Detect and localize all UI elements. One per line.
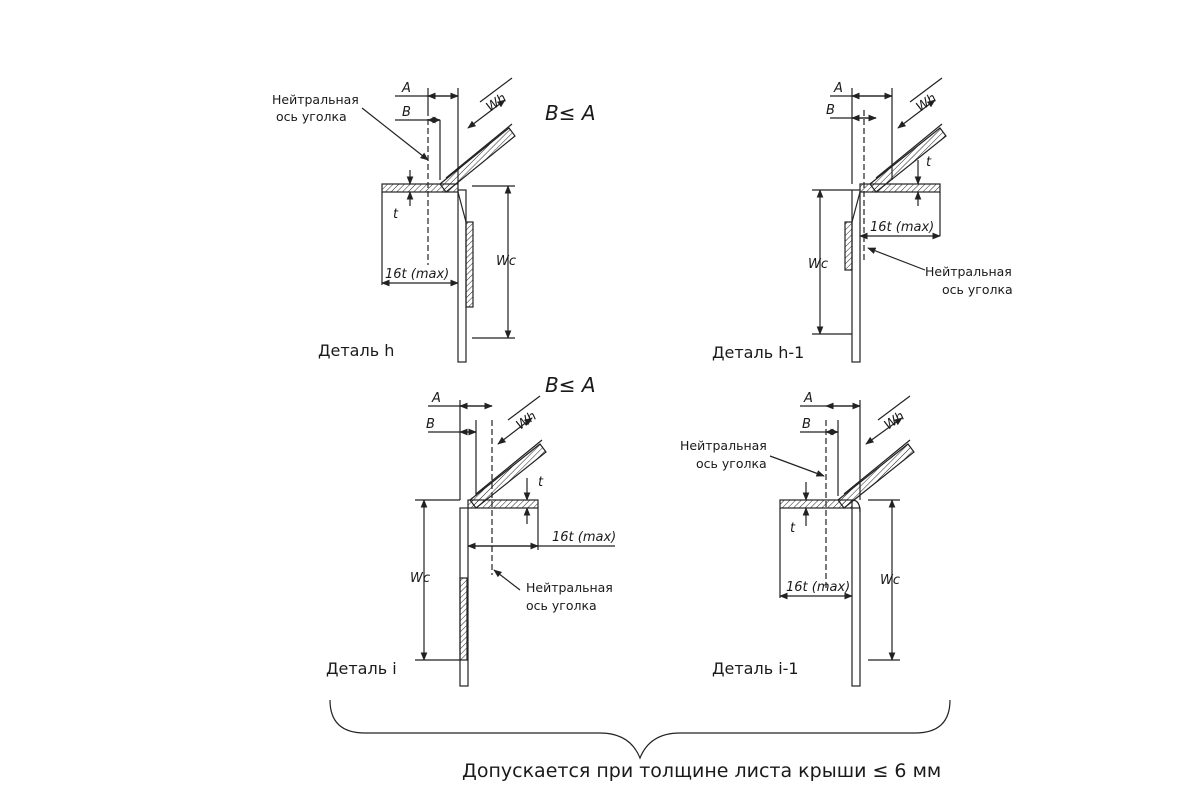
condition-label: B≤ A xyxy=(545,101,596,125)
dim-a-label: A xyxy=(803,391,813,406)
detail-h-1 xyxy=(812,77,947,363)
detail-title: Деталь h-1 xyxy=(712,343,804,362)
angle-horizontal-leg xyxy=(467,499,539,509)
dim-16t-label: 16t (max) xyxy=(870,220,934,235)
dim-wh-label: Wh xyxy=(484,91,510,115)
detail-i-1 xyxy=(769,395,915,687)
dim-wc-label: Wc xyxy=(410,571,430,586)
neutral-axis-label: ось уголка xyxy=(696,456,767,471)
detail-title: Деталь i-1 xyxy=(712,659,799,678)
angle-vertical-leg xyxy=(465,221,474,308)
roof-plate xyxy=(439,127,516,193)
shell-plate xyxy=(851,507,861,687)
dim-16t-label: 16t (max) xyxy=(786,580,850,595)
dim-wc-label: Wc xyxy=(496,254,516,269)
detail-title: Деталь i xyxy=(326,659,397,678)
dim-b-label: B xyxy=(802,417,811,432)
neutral-axis-label: Нейтральная xyxy=(680,438,767,453)
condition-label: B≤ A xyxy=(545,373,596,397)
angle-horizontal-leg xyxy=(381,183,459,193)
angle-vertical-leg xyxy=(459,577,468,661)
detail-i xyxy=(415,395,615,687)
roof-plate xyxy=(837,443,915,509)
neutral-axis-label: Нейтральная xyxy=(526,580,613,595)
grouping-brace xyxy=(329,699,951,760)
dim-b-label: B xyxy=(426,417,435,432)
detail-title: Деталь h xyxy=(318,341,394,360)
dim-b-label: B xyxy=(402,105,411,120)
dim-wh-label: Wh xyxy=(914,91,940,115)
detail-h xyxy=(361,77,516,363)
shell-plate xyxy=(851,189,861,363)
dim-t-label: t xyxy=(538,475,544,490)
neutral-axis-label: Нейтральная xyxy=(272,92,359,107)
dim-wc-label: Wc xyxy=(808,257,828,272)
dim-16t-label: 16t (max) xyxy=(552,530,616,545)
dim-a-label: A xyxy=(833,81,843,96)
angle-horizontal-leg xyxy=(779,499,853,509)
dim-a-label: A xyxy=(401,81,411,96)
neutral-axis-label: ось уголка xyxy=(276,109,347,124)
dim-t-label: t xyxy=(393,207,399,222)
dim-b-label: B xyxy=(826,103,835,118)
dim-wc-label: Wc xyxy=(880,573,900,588)
roof-plate xyxy=(869,127,947,193)
neutral-axis-label: ось уголка xyxy=(526,598,597,613)
angle-vertical-leg xyxy=(844,221,853,271)
dim-16t-label: 16t (max) xyxy=(385,267,449,282)
caption: Допускается при толщине листа крыши ≤ 6 … xyxy=(462,760,941,782)
angle-horizontal-leg xyxy=(859,183,941,193)
neutral-axis-label: ось уголка xyxy=(942,282,1013,297)
dim-t-label: t xyxy=(926,155,932,170)
dim-t-label: t xyxy=(790,521,796,536)
dim-a-label: A xyxy=(431,391,441,406)
roof-plate xyxy=(469,443,547,509)
neutral-axis-label: Нейтральная xyxy=(925,264,1012,279)
